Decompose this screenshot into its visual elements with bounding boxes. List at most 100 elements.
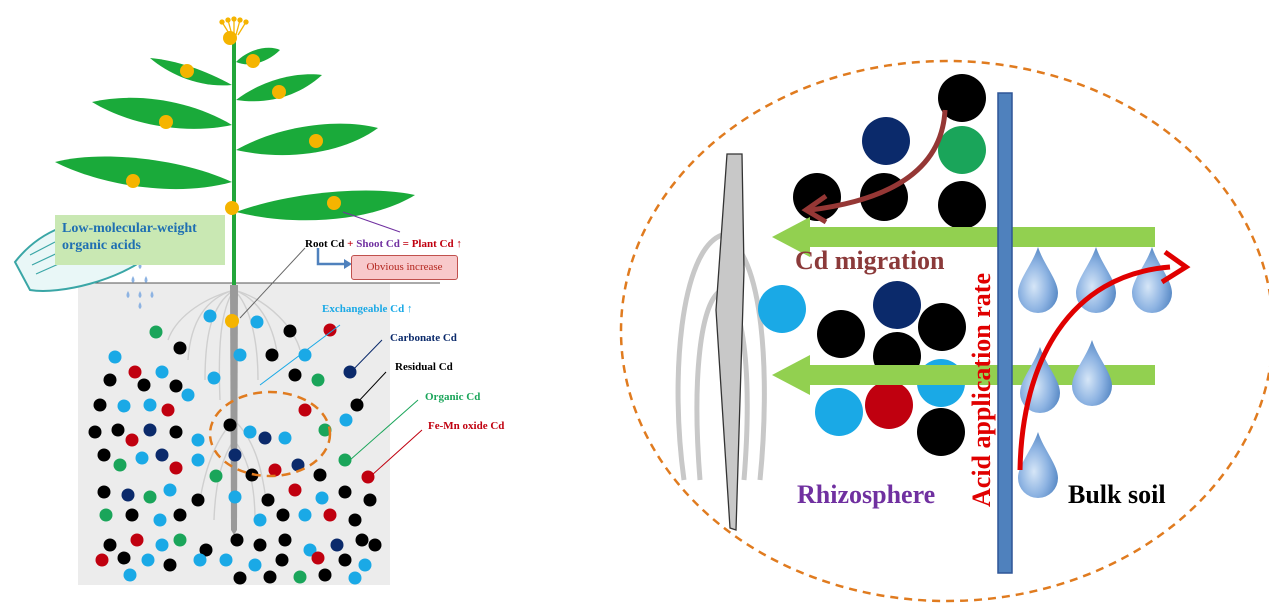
soil-particle (125, 433, 139, 447)
acid-rate-curve-arrow (1017, 264, 1171, 471)
soil-particle (268, 463, 282, 477)
soil-particle (338, 453, 352, 467)
soil-particle (293, 570, 307, 584)
soil-particle (253, 513, 267, 527)
soil-particle (253, 538, 267, 552)
soil-particle-large (938, 74, 986, 122)
soil-particle (233, 348, 247, 362)
soil-particle (275, 553, 289, 567)
soil-particle (103, 373, 117, 387)
soil-particle (93, 398, 107, 412)
soil-particle (288, 483, 302, 497)
soil-particle (348, 513, 362, 527)
soil-particle (228, 490, 242, 504)
soil-particle (233, 571, 247, 585)
rhizosphere-ellipse-right (619, 59, 1269, 603)
soil-particle (315, 491, 329, 505)
soil-particle (298, 508, 312, 522)
soil-particle (228, 448, 242, 462)
equation: Root Cd + Shoot Cd = Plant Cd ↑ (305, 238, 462, 250)
soil-particle (311, 373, 325, 387)
soil-particle (135, 451, 149, 465)
soil-particle (207, 371, 221, 385)
soil-particle (161, 403, 175, 417)
soil-particle (95, 553, 109, 567)
soil-particle (169, 461, 183, 475)
acid-label-box (55, 215, 225, 265)
legend-organic: Organic Cd (425, 391, 481, 403)
soil-particle (313, 468, 327, 482)
soil-particle (173, 508, 187, 522)
legend-exchangeable: Exchangeable Cd ↑ (322, 303, 413, 315)
water-drop-icon (1132, 247, 1172, 313)
soil-particle (155, 365, 169, 379)
soil-particle (191, 453, 205, 467)
plus-sign: + (347, 238, 354, 250)
soil-particle-large (862, 117, 910, 165)
soil-particle (203, 309, 217, 323)
obvious-arrow-head (344, 259, 352, 269)
soil-particle (199, 543, 213, 557)
soil-particle (339, 413, 353, 427)
soil-particle (368, 538, 382, 552)
soil-particle (155, 538, 169, 552)
soil-particle (323, 323, 337, 337)
soil-particle (265, 348, 279, 362)
soil-particle-large (815, 388, 863, 436)
soil-particle (348, 571, 362, 585)
soil-particle (263, 570, 277, 584)
plant-leaves (55, 47, 415, 221)
soil-particle (128, 365, 142, 379)
soil-particle (181, 388, 195, 402)
plant-cd-dots (126, 31, 341, 328)
soil-particle (141, 553, 155, 567)
soil-particle (288, 368, 302, 382)
legend-residual: Residual Cd (395, 361, 453, 373)
soil-particle (343, 365, 357, 379)
soil-particle (338, 485, 352, 499)
soil-particle (243, 425, 257, 439)
water-drop-icon (1018, 432, 1058, 498)
soil-particle (361, 470, 375, 484)
soil-particle (103, 538, 117, 552)
increase-arrow: ↑ (456, 238, 462, 250)
soil-particle (363, 493, 377, 507)
water-drop-icon (1072, 340, 1112, 406)
soil-particle (125, 508, 139, 522)
soil-particle (355, 533, 369, 547)
shoot-cd-label: Shoot Cd (356, 238, 400, 250)
soil-particle (303, 543, 317, 557)
soil-particles (88, 309, 382, 585)
soil-particle (88, 425, 102, 439)
acid-rate-curve-head (1160, 249, 1191, 285)
soil-particle (318, 568, 332, 582)
soil-particle (117, 551, 131, 565)
obvious-increase-box: Obvious increase (351, 255, 458, 280)
acid-rate-label: Acid application rate (967, 273, 996, 507)
soil-particle (278, 431, 292, 445)
soil-particle (330, 538, 344, 552)
soil-particle (121, 488, 135, 502)
equals-sign: = (402, 238, 409, 250)
soil-particle (111, 423, 125, 437)
soil-particle (223, 418, 237, 432)
soil-particle-large (938, 181, 986, 229)
soil-particle (248, 558, 262, 572)
soil-particle (278, 533, 292, 547)
soil-particle (108, 350, 122, 364)
taproot (230, 285, 238, 535)
legend-carbonate: Carbonate Cd (390, 332, 457, 344)
soil-particle (250, 315, 264, 329)
cd-migration-label: Cd migration (795, 246, 945, 275)
soil-particle-large (865, 381, 913, 429)
rhizosphere-label: Rhizosphere (797, 480, 936, 509)
soil-particle (311, 551, 325, 565)
soil-particle-large (758, 285, 806, 333)
soil-particle-large (917, 408, 965, 456)
root-cd-label: Root Cd (305, 238, 345, 250)
water-drop-icon (1018, 247, 1058, 313)
root-tip (715, 153, 745, 531)
cd-migration-curve-arrow (809, 109, 948, 213)
soil-particle (261, 493, 275, 507)
soil-particle-large (938, 126, 986, 174)
